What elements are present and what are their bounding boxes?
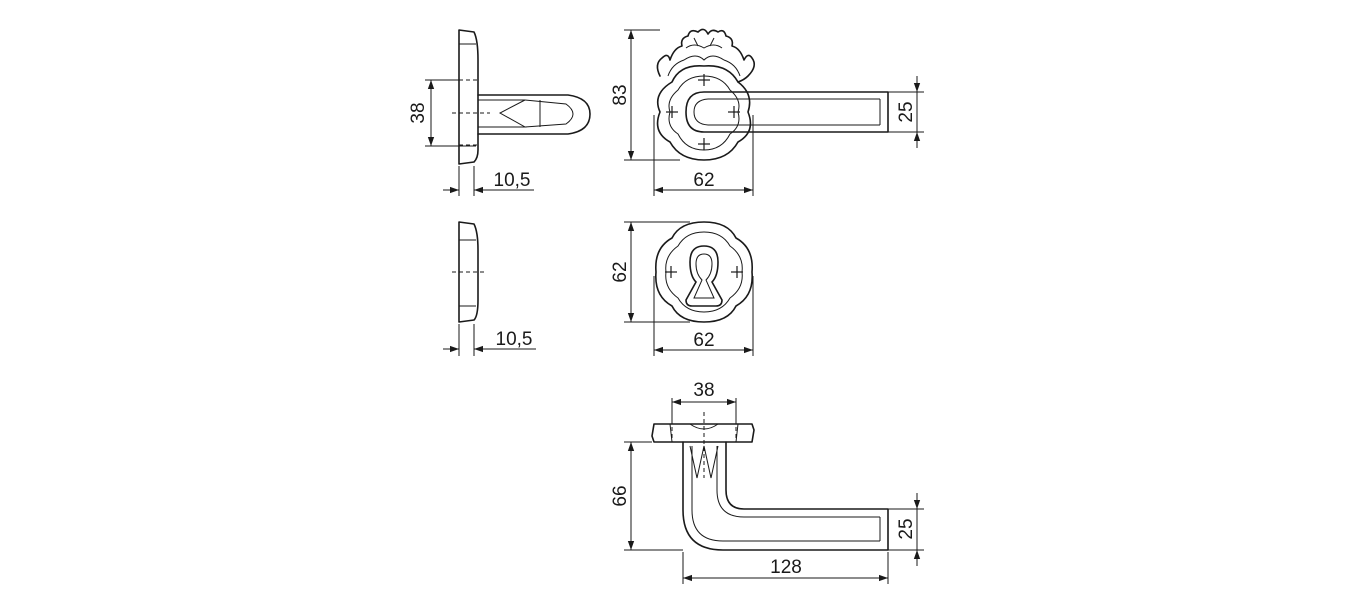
dimension-label: 62: [693, 330, 714, 351]
front-view-escutcheon: 62 62: [610, 221, 754, 356]
dimension-label: 25: [896, 518, 917, 539]
dimension-label: 38: [693, 380, 714, 401]
dimension-label: 128: [770, 557, 802, 578]
side-view-lever: 38 10,5: [408, 29, 591, 196]
front-view-lever: 83 62 25: [610, 28, 924, 196]
side-view-escutcheon: 10,5: [443, 221, 536, 356]
dimension-label: 62: [610, 261, 631, 282]
dimension-label: 10,5: [494, 170, 531, 191]
dimension-label: 83: [610, 84, 631, 105]
dimension-label: 25: [896, 101, 917, 122]
dimension-label: 38: [408, 102, 429, 123]
top-view-lever: 38 66 25 128: [610, 380, 924, 584]
dimension-label: 10,5: [496, 329, 533, 350]
dimension-label: 66: [610, 485, 631, 506]
dimension-label: 62: [693, 170, 714, 191]
